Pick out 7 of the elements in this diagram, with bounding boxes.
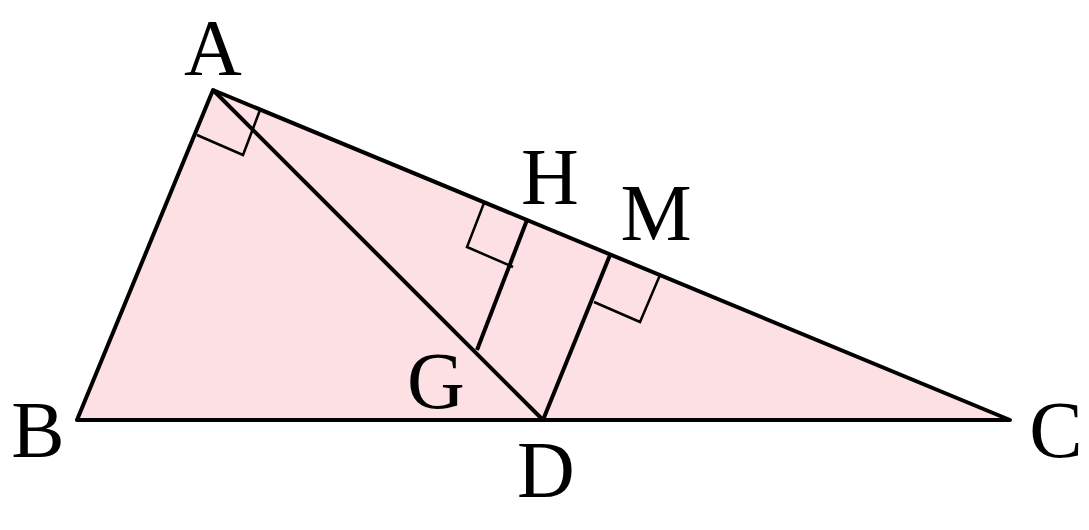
point-label: G xyxy=(407,341,465,421)
point-label: D xyxy=(517,430,575,510)
point-label: H xyxy=(521,137,579,217)
point-label: A xyxy=(184,8,242,88)
point-label: C xyxy=(1029,390,1083,470)
point-label: B xyxy=(11,390,65,470)
point-label: M xyxy=(620,173,692,253)
